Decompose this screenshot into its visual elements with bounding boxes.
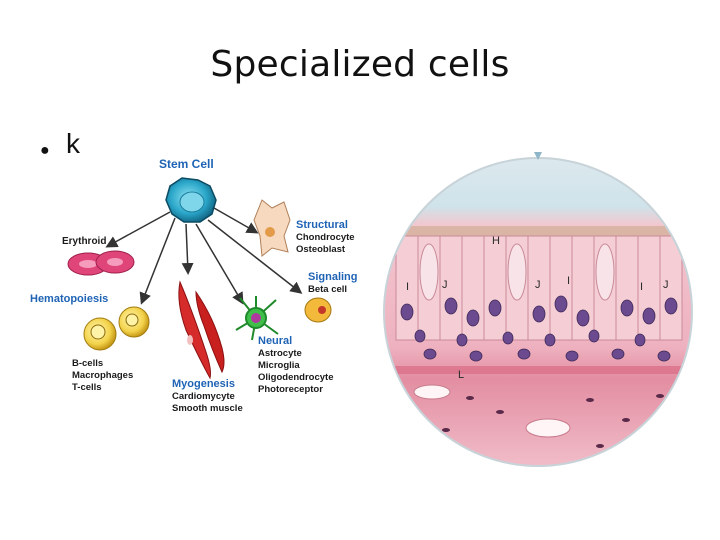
bullet-icon: ● bbox=[40, 142, 50, 159]
bone-cell-icon bbox=[253, 199, 291, 257]
myogenesis-item: Cardiomycyte bbox=[172, 391, 235, 402]
tissue-label: I bbox=[640, 281, 643, 293]
erythroid-label: Erythroid bbox=[62, 236, 106, 247]
hematopoiesis-label: Hematopoiesis bbox=[30, 293, 108, 305]
structural-item: Osteoblast bbox=[296, 244, 346, 255]
tissue-label: J bbox=[535, 279, 541, 291]
signaling-item: Beta cell bbox=[308, 284, 347, 295]
muscle-cell-icon bbox=[178, 280, 225, 380]
neural-item: Microglia bbox=[258, 360, 300, 371]
signaling-label: Signaling bbox=[308, 271, 358, 283]
neural-item: Astrocyte bbox=[258, 348, 302, 359]
slide-title: Specialized cells bbox=[210, 44, 510, 85]
tissue-label: J bbox=[442, 279, 448, 291]
myogenesis-item: Smooth muscle bbox=[172, 403, 243, 414]
stem-cell-diagram: Stem Cell Erythroid Hematopoiesis B-cell… bbox=[30, 157, 358, 414]
hematopoiesis-item: Macrophages bbox=[72, 370, 133, 381]
structural-item: Chondrocyte bbox=[296, 232, 355, 243]
orientation-marker-icon bbox=[534, 152, 542, 160]
neural-item: Oligodendrocyte bbox=[258, 372, 333, 383]
stem-cell-label: Stem Cell bbox=[159, 157, 214, 171]
tissue-label: I bbox=[567, 275, 570, 287]
neural-item: Photoreceptor bbox=[258, 384, 323, 395]
bullet-text: k bbox=[66, 128, 80, 159]
immune-cell-icon bbox=[83, 306, 150, 351]
red-blood-cell-icon bbox=[67, 250, 135, 276]
structural-label: Structural bbox=[296, 219, 348, 231]
neuron-icon bbox=[235, 296, 279, 341]
tissue-label: L bbox=[458, 369, 464, 381]
stem-cell-icon bbox=[165, 177, 217, 223]
hematopoiesis-item: T-cells bbox=[72, 382, 102, 393]
myogenesis-label: Myogenesis bbox=[172, 378, 235, 390]
tissue-label: J bbox=[663, 279, 669, 291]
tissue-label: H bbox=[492, 235, 500, 247]
hematopoiesis-item: B-cells bbox=[72, 358, 103, 369]
tissue-layers: H J I J I J I L bbox=[384, 158, 692, 466]
tissue-label: I bbox=[406, 281, 409, 293]
neural-label: Neural bbox=[258, 335, 292, 347]
differentiation-arrows bbox=[105, 207, 303, 305]
beta-cell-icon bbox=[304, 297, 332, 323]
